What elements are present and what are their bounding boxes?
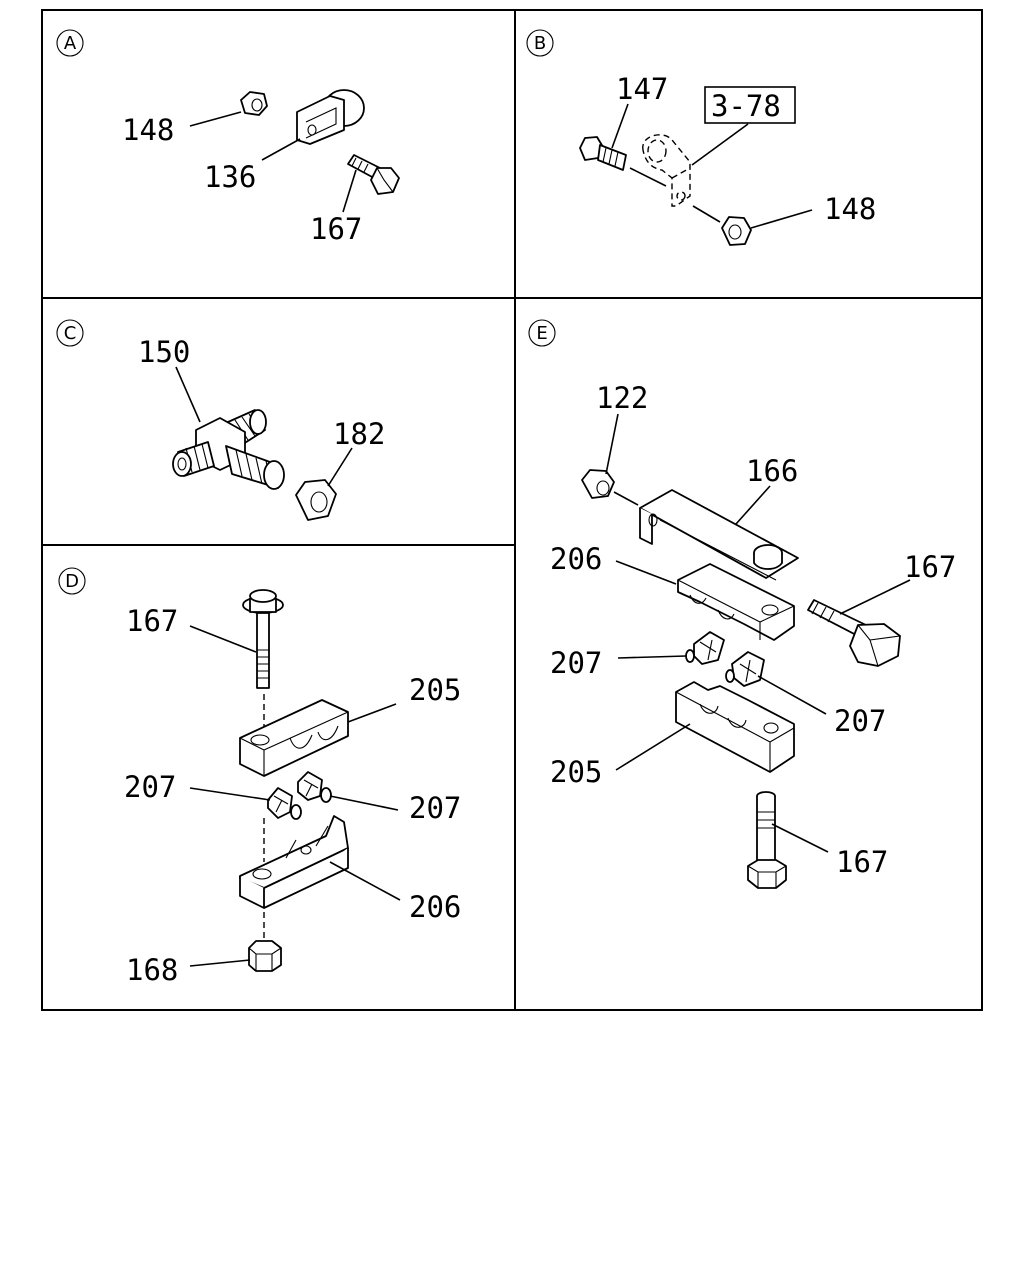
nut-168-icon [248,940,282,972]
part-label: 147 [616,72,668,106]
part-label: 205 [409,673,461,707]
bolt-167-icon [807,599,901,667]
part-label: 122 [596,381,648,415]
clamp-block-206-icon [239,815,349,909]
part-label: 148 [122,113,174,147]
part-label: 207 [834,704,886,738]
section-a: A 148 136 167 [56,29,400,246]
part-label: 136 [204,160,256,194]
nut-148-icon [240,91,268,116]
bolt-167-icon [242,589,284,689]
part-label: 168 [126,953,178,987]
section-e-marker: E [528,319,556,347]
bolt-167-icon [747,791,787,889]
svg-text:D: D [65,571,79,592]
clip-207-icon [297,771,332,803]
clip-207-icon [267,787,302,820]
clip-136-icon [296,89,365,145]
svg-text:B: B [534,33,546,54]
part-label: 207 [124,770,176,804]
clamp-block-205-icon [675,681,795,773]
part-label: 167 [904,550,956,584]
section-a-marker: A [56,29,84,57]
clamp-block-206-icon [677,563,795,641]
part-label: 206 [550,542,602,576]
section-b-marker: B [526,29,554,57]
svg-text:A: A [64,33,77,54]
diagram-frame [41,9,983,1011]
part-label: 148 [824,192,876,226]
part-label: 205 [550,755,602,789]
bracket-166-icon [639,489,799,581]
bolt-147-icon [579,136,627,171]
section-d-marker: D [58,567,86,595]
svg-text:E: E [536,323,547,344]
clamp-block-205-icon [239,699,349,777]
part-label: 207 [409,791,461,825]
part-label: 182 [333,417,385,451]
nut-148-icon [721,216,752,246]
section-e: E [528,319,956,889]
section-b: B 3-78 147 148 [526,29,876,246]
clip-207-icon [725,651,765,687]
clamp-reference-icon [642,134,691,207]
part-label: 207 [550,646,602,680]
reference-box: 3-78 [704,86,796,124]
union-150-icon [172,409,285,490]
section-c: C 150 182 [56,319,385,521]
bolt-167-icon [347,154,400,195]
nut-182-icon [295,479,337,521]
svg-text:C: C [64,323,77,344]
part-label: 167 [836,845,888,879]
part-label: 166 [746,454,798,488]
part-label: 167 [310,212,362,246]
part-label: 150 [138,335,190,369]
svg-text:3-78: 3-78 [711,89,781,123]
section-d: D [58,567,461,987]
clip-207-icon [685,631,725,665]
nut-122-icon [581,469,615,499]
part-label: 206 [409,890,461,924]
part-label: 167 [126,604,178,638]
section-c-marker: C [56,319,84,347]
